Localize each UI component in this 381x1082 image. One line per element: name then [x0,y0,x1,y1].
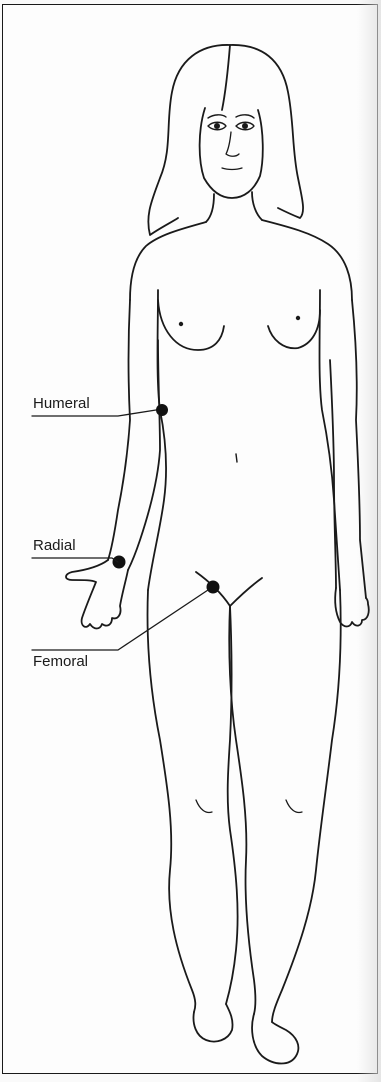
humeral-label: Humeral [33,396,90,411]
femoral-leader-line [32,590,208,650]
humeral-pulse-point [156,404,168,416]
right-leg-outer [148,590,196,1012]
navel [236,454,237,462]
left-breast [158,300,224,350]
shoulders [130,220,352,300]
femoral-label: Femoral [33,654,88,669]
radial-label: Radial [33,538,76,553]
face-outline [200,108,263,198]
right-arm-outer [108,300,130,560]
hair-part [222,45,230,110]
right-foot [194,1004,233,1042]
groin [196,572,262,606]
left-foot [252,1014,298,1064]
hair-outline [148,45,303,235]
right-breast [268,310,320,348]
neck [206,192,262,222]
right-knee [196,800,212,813]
left-leg-outer [272,590,341,1022]
nose [226,132,239,156]
radial-pulse-point [113,556,126,569]
right-arm-inner [128,340,160,570]
right-leg-inner [226,606,238,1004]
left-knee [286,800,302,813]
mouth [222,168,242,170]
left-arm-outer [352,300,366,598]
eyes [208,115,254,130]
right-torso-side [320,290,341,590]
left-torso-side [148,290,166,590]
left-leg-inner [229,606,255,1014]
femoral-pulse-point [207,581,220,594]
right-hand [66,560,128,629]
